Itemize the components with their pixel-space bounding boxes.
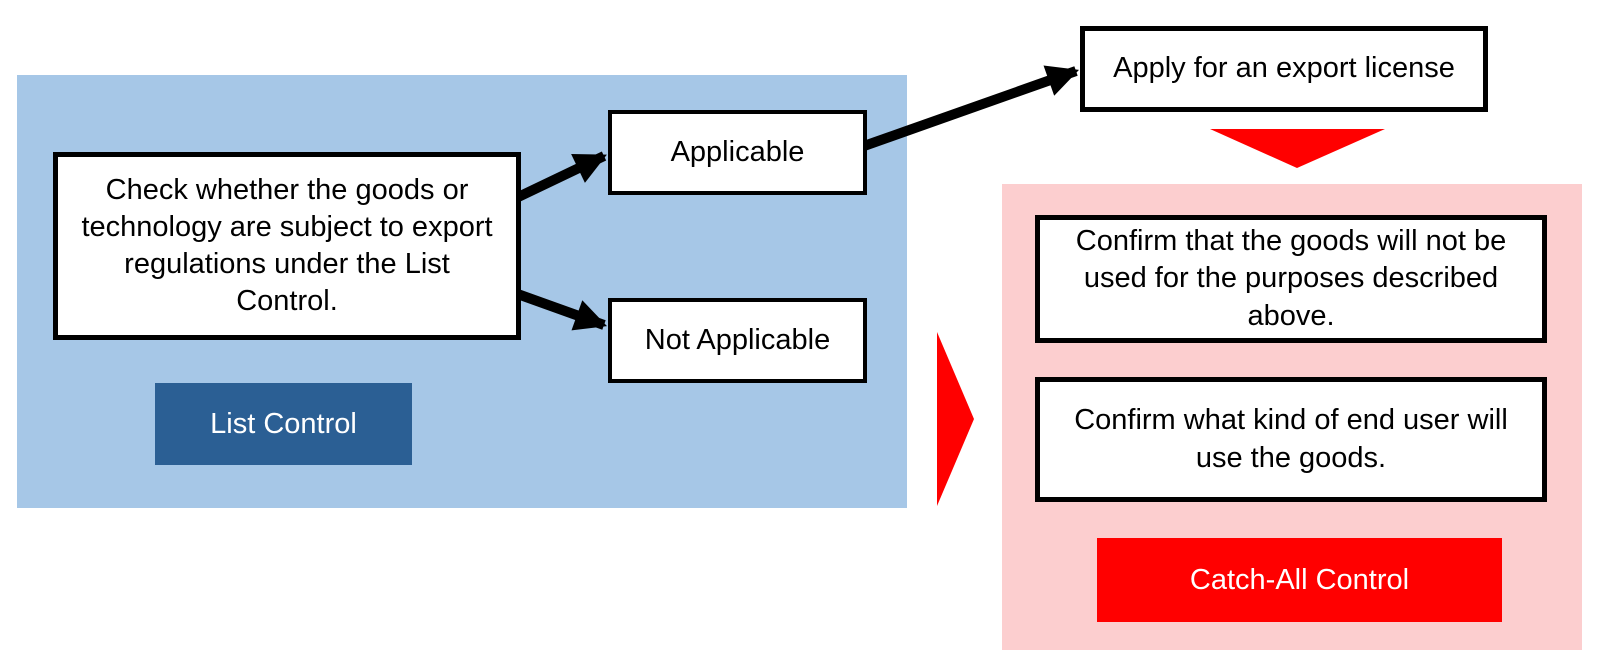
applicable-text: Applicable: [670, 135, 805, 168]
not-applicable-node: Not Applicable: [608, 298, 867, 383]
confirm-purpose-text: Confirm that the goods will not be used …: [1075, 225, 1507, 332]
list-control-label-text: List Control: [210, 407, 357, 440]
list-control-label: List Control: [155, 383, 412, 465]
apply-license-node: Apply for an export license: [1080, 26, 1488, 112]
confirm-end-user-node: Confirm what kind of end user will use t…: [1035, 377, 1547, 502]
confirm-end-user-text: Confirm what kind of end user will use t…: [1074, 404, 1508, 474]
not-applicable-text: Not Applicable: [644, 323, 831, 356]
check-goods-text: Check whether the goods or technology ar…: [81, 173, 493, 318]
arrow-check-to-not-applicable-icon: [510, 287, 608, 331]
red-triangle-down-icon: [1210, 129, 1385, 168]
red-triangle-right-icon: [937, 332, 974, 506]
apply-license-text: Apply for an export license: [1113, 52, 1455, 85]
applicable-node: Applicable: [608, 110, 867, 195]
arrow-applicable-to-license-icon: [862, 65, 1080, 151]
arrow-check-to-applicable-icon: [509, 151, 607, 205]
catch-all-label-text: Catch-All Control: [1189, 563, 1410, 596]
check-goods-node: Check whether the goods or technology ar…: [53, 152, 521, 340]
catch-all-label: Catch-All Control: [1097, 538, 1502, 622]
confirm-purpose-node: Confirm that the goods will not be used …: [1035, 215, 1547, 343]
